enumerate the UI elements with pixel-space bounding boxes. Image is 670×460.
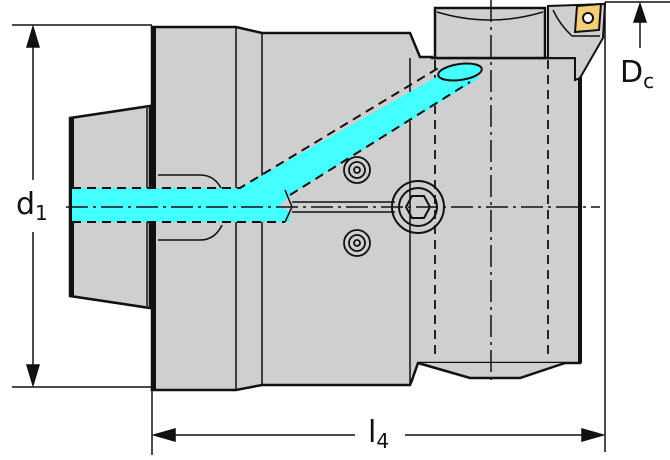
- centerlines: [66, 0, 600, 385]
- label-Dc-sub: c: [643, 69, 655, 93]
- dimension-l4: [151, 390, 606, 455]
- label-d1-sub: 1: [35, 201, 48, 225]
- label-Dc-main: D: [620, 55, 644, 90]
- dimension-d1: [12, 24, 152, 388]
- label-l4-sub: 4: [376, 429, 390, 453]
- torx-screw-lower: [343, 229, 371, 257]
- hidden-lines: [434, 60, 549, 360]
- label-l4-main: l: [368, 415, 377, 450]
- label-l4: l4: [368, 415, 390, 453]
- torx-screw-upper: [343, 156, 371, 184]
- label-Dc: Dc: [620, 55, 655, 93]
- radial-bore: [292, 201, 395, 213]
- main-body: [150, 25, 582, 392]
- label-d1-main: d: [16, 187, 36, 222]
- dimension-Dc: [604, 1, 670, 452]
- cutting-insert: [573, 2, 603, 34]
- label-d1: d1: [16, 187, 48, 225]
